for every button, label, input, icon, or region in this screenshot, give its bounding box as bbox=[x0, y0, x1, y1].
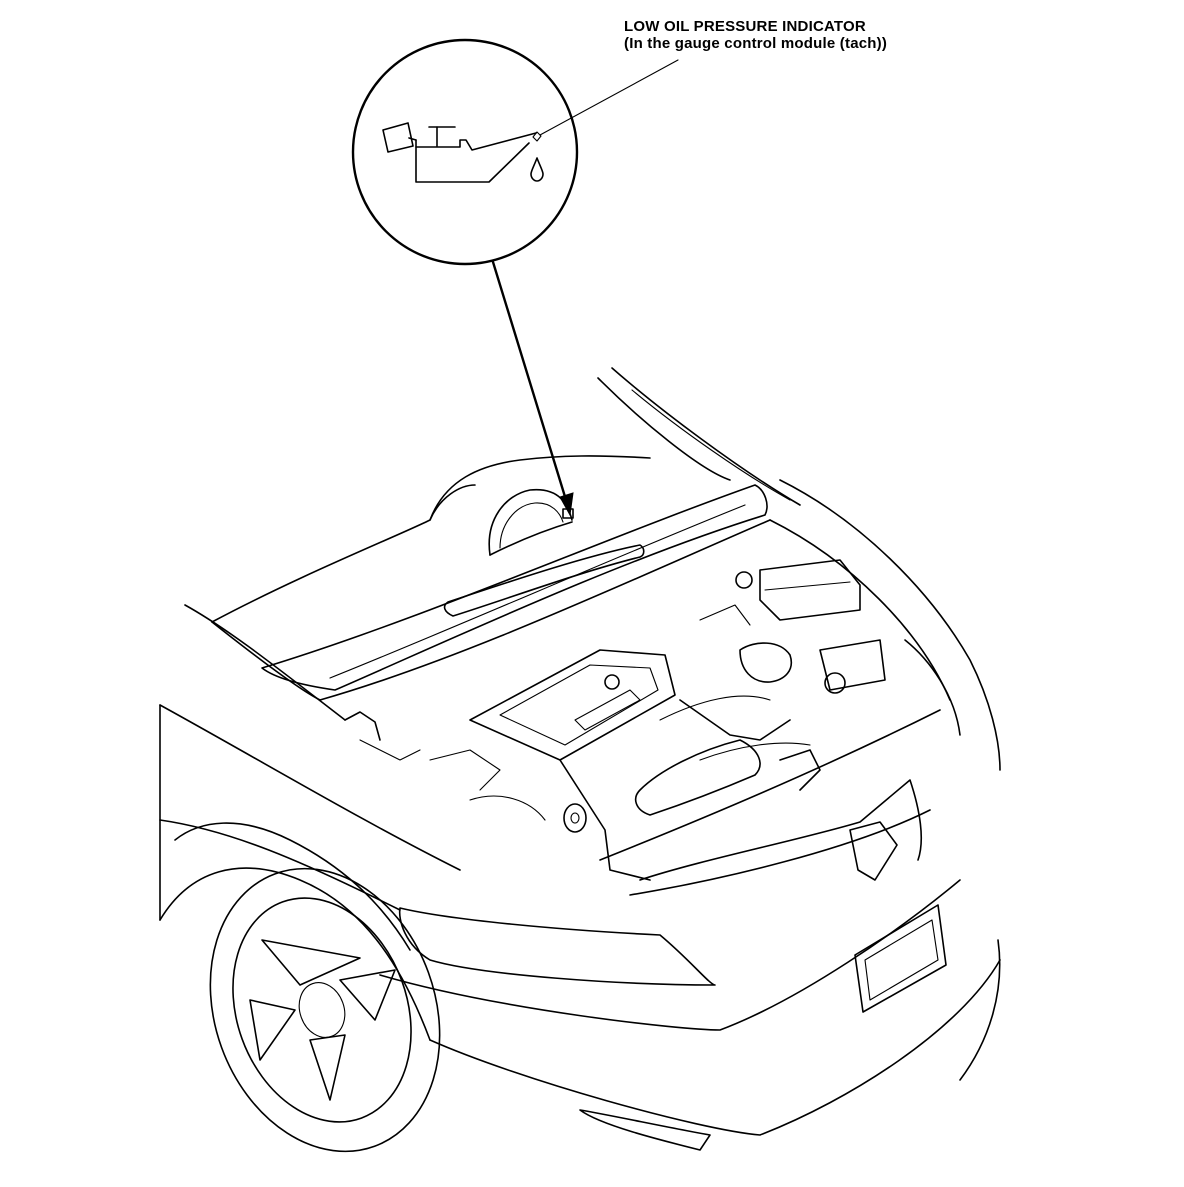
front-bumper bbox=[379, 879, 1001, 1151]
hood bbox=[261, 484, 771, 701]
callout-leader-line bbox=[539, 59, 679, 136]
front-wheel bbox=[209, 867, 441, 1153]
pulley bbox=[563, 803, 587, 833]
oil-drop-icon bbox=[530, 157, 544, 182]
engine-bay bbox=[344, 559, 886, 881]
callout-label: LOW OIL PRESSURE INDICATOR (In the gauge… bbox=[624, 18, 887, 52]
callout-line-1: LOW OIL PRESSURE INDICATOR bbox=[624, 18, 866, 35]
detail-zoom-circle bbox=[351, 38, 579, 266]
valve-cover bbox=[469, 649, 676, 761]
body-left-side bbox=[159, 604, 461, 1041]
throttle-body bbox=[739, 642, 792, 683]
front-grille bbox=[629, 779, 931, 896]
callout-line-2: (In the gauge control module (tach)) bbox=[624, 35, 888, 52]
radiator-support bbox=[599, 709, 941, 861]
emblem bbox=[849, 821, 898, 881]
indicator-pointer-arrow bbox=[491, 260, 574, 517]
windshield bbox=[597, 367, 801, 506]
body-right-side bbox=[769, 479, 1001, 771]
headlight-left bbox=[398, 907, 716, 986]
coolant-reservoir bbox=[759, 559, 861, 621]
oil-can-icon bbox=[382, 122, 542, 183]
